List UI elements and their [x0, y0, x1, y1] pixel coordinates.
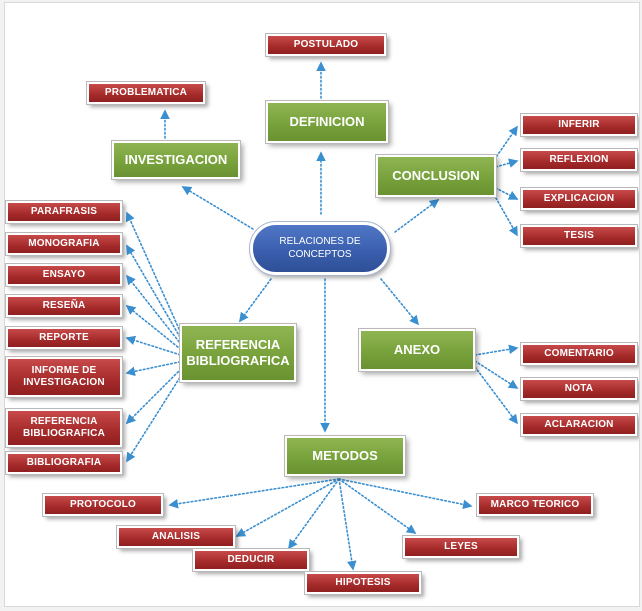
connector-metodos-analisis: [235, 478, 340, 537]
concept-inferir: INFERIR: [520, 113, 638, 137]
concept-referencia-bibliografica: REFERENCIA BIBLIOGRAFICA: [5, 408, 123, 448]
connector-metodos-marco-teorico: [338, 478, 473, 510]
center-node: RELACIONES DE CONCEPTOS: [249, 221, 391, 276]
concept-postulado: POSTULADO: [265, 33, 387, 57]
concept-nota: NOTA: [520, 377, 638, 401]
connector-center-investigacion: [181, 186, 254, 230]
connector-referencia-reporte: [125, 335, 185, 357]
connector-conclusion-inferir: [491, 125, 518, 164]
concept-explicacion: EXPLICACION: [520, 187, 638, 211]
connector-anexo-aclaracion: [474, 366, 518, 425]
connector-referencia-resena: [125, 304, 185, 353]
concept-bibliografia: BIBLIOGRAFIA: [5, 451, 123, 475]
category-referencia: REFERENCIA BIBLIOGRAFICA: [179, 323, 297, 383]
concept-tesis: TESIS: [520, 224, 638, 248]
category-investigacion: INVESTIGACION: [111, 140, 241, 180]
connector-referencia-bibliografia: [126, 370, 185, 463]
connector-center-anexo: [380, 278, 420, 326]
connector-referencia-ensayo: [126, 274, 185, 349]
concept-analisis: ANALISIS: [116, 525, 236, 549]
connector-metodos-protocolo: [168, 478, 340, 509]
connector-conclusion-explicacion: [491, 185, 519, 200]
concept-marco-teorico: MARCO TEORICO: [476, 493, 594, 517]
concept-aclaracion: ACLARACION: [520, 413, 638, 437]
connector-metodos-deducir: [288, 478, 340, 550]
connector-anexo-nota: [474, 360, 519, 389]
connector-layer: [125, 61, 519, 571]
connector-conclusion-tesis: [491, 190, 518, 237]
connector-referencia-parafrasis: [125, 211, 185, 341]
category-conclusion: CONCLUSION: [375, 154, 497, 198]
concept-protocolo: PROTOCOLO: [42, 493, 164, 517]
concept-comentario: COMENTARIO: [520, 342, 638, 366]
concept-resena: RESEÑA: [5, 294, 123, 318]
connector-referencia-referencia-bibliografica: [125, 365, 185, 425]
concept-parafrasis: PARAFRASIS: [5, 200, 123, 224]
concept-map: RELACIONES DE CONCEPTOS DEFINICION INVES…: [4, 2, 640, 607]
connector-center-conclusion: [394, 199, 440, 233]
connector-conclusion-reflexion: [491, 158, 519, 169]
concept-deducir: DEDUCIR: [192, 548, 310, 572]
category-metodos: METODOS: [284, 435, 406, 477]
connector-anexo-comentario: [474, 344, 519, 356]
concept-reflexion: REFLEXION: [520, 148, 638, 172]
concept-reporte: REPORTE: [5, 326, 123, 350]
connector-metodos-leyes: [338, 478, 417, 534]
connector-center-referencia: [239, 278, 272, 323]
concept-leyes: LEYES: [402, 535, 520, 559]
connector-metodos-hipotesis: [338, 478, 357, 571]
concept-hipotesis: HIPOTESIS: [304, 571, 422, 595]
connector-referencia-monografia: [126, 244, 185, 345]
category-anexo: ANEXO: [358, 328, 476, 372]
concept-monografia: MONOGRAFIA: [5, 232, 123, 256]
concept-problematica: PROBLEMATICA: [86, 81, 206, 105]
connector-referencia-informe: [125, 360, 185, 377]
concept-informe-de-investigacion: INFORME DE INVESTIGACION: [5, 356, 123, 398]
category-definicion: DEFINICION: [265, 100, 389, 144]
concept-ensayo: ENSAYO: [5, 263, 123, 287]
